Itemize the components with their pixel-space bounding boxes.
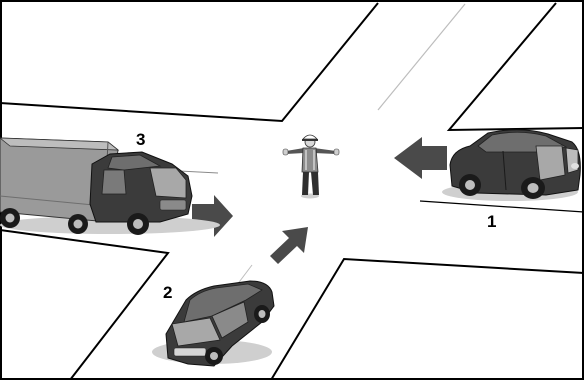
- lane-line-east: [419, 200, 584, 213]
- road-edge-top-left: [0, 2, 379, 123]
- vehicle-2-hatchback: [152, 280, 275, 367]
- road-edge-top-right: [446, 2, 584, 132]
- road-edge-bottom-right: [270, 257, 584, 381]
- traffic-officer-icon: [282, 134, 340, 199]
- vehicle-3-truck: [0, 137, 220, 235]
- arrow-up-right-icon: [270, 227, 308, 264]
- lane-line-north: [377, 3, 466, 111]
- vehicle-1-label: 1: [487, 212, 497, 231]
- arrow-left-icon: [394, 137, 447, 179]
- road-edge-bottom-left: [0, 229, 170, 381]
- vehicle-2-label: 2: [163, 283, 173, 302]
- vehicle-1-sedan: [442, 129, 581, 201]
- vehicle-3-label: 3: [136, 130, 146, 149]
